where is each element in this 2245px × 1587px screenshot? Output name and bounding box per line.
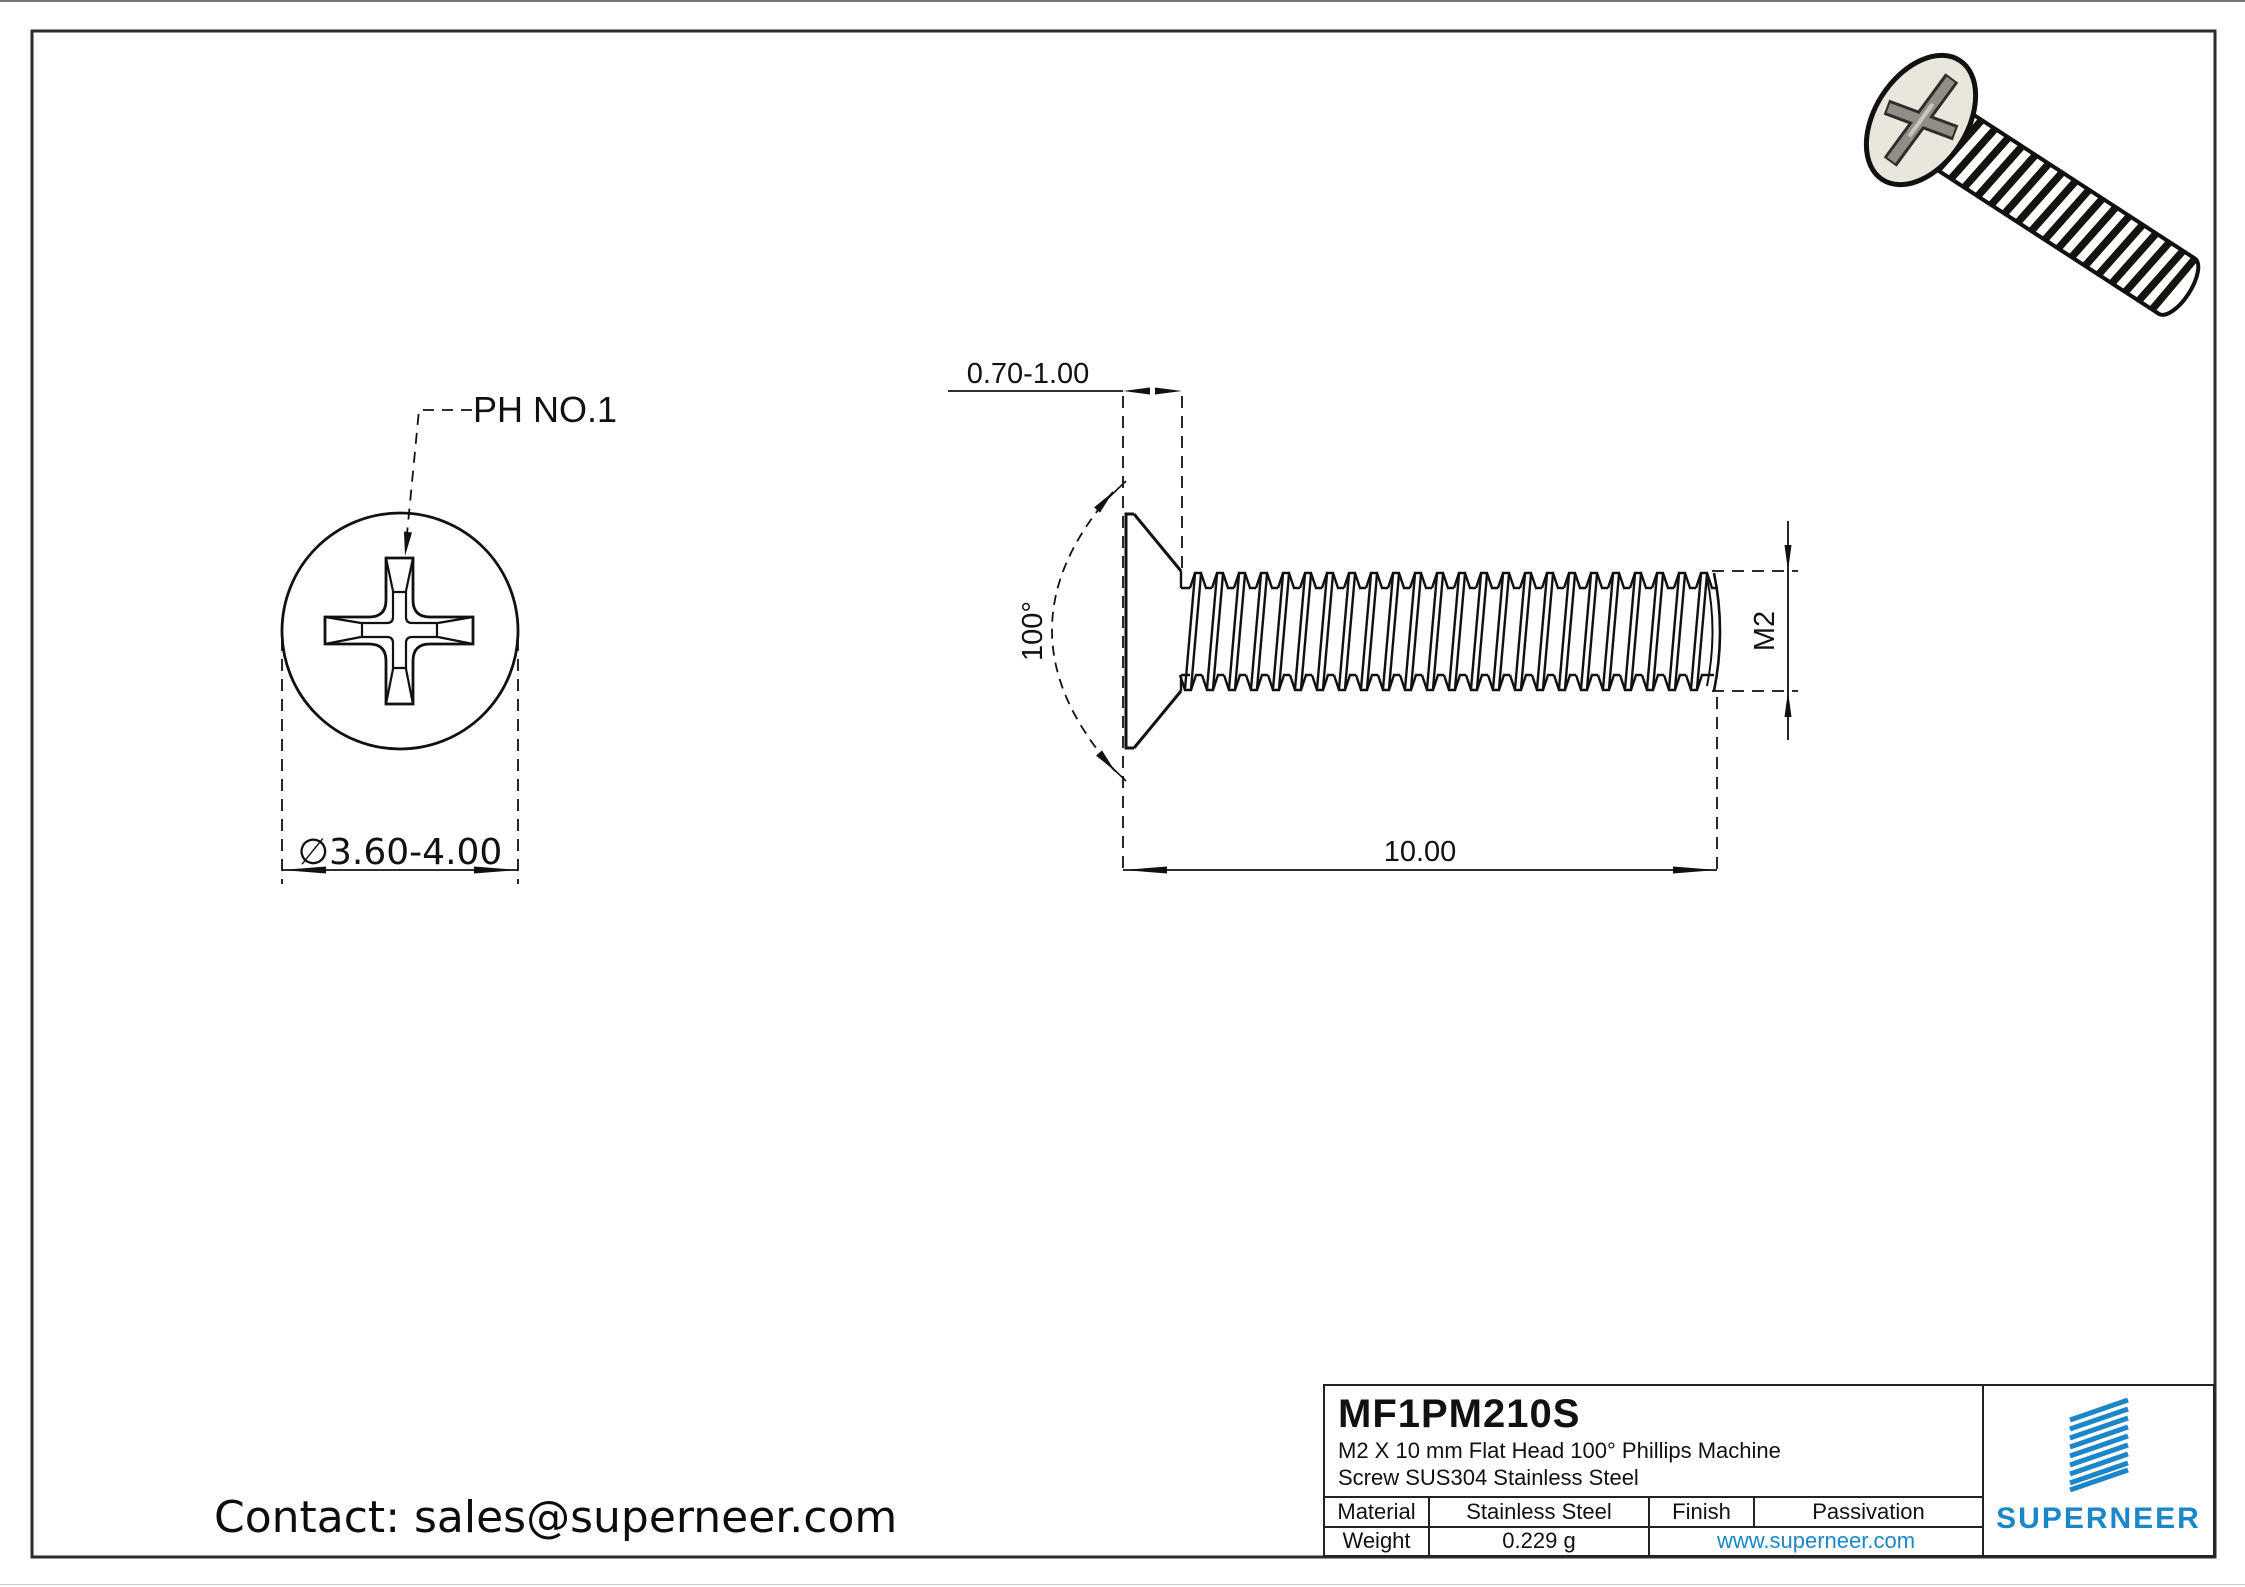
finish-value: Passivation	[1812, 1498, 1925, 1524]
spec-table-row-weight: Weight 0.229 g www.superneer.com	[1325, 1525, 1982, 1555]
title-block: MF1PM210S M2 X 10 mm Flat Head 100° Phil…	[1323, 1384, 2215, 1557]
screw-3d-image	[1863, 52, 2201, 317]
length-dimension: 10.00	[1123, 697, 1718, 876]
screw-tip-edge	[1712, 572, 1722, 692]
thread-size-dimension: M2	[1712, 521, 1798, 740]
screenshot-bottom-edge	[0, 1584, 2245, 1585]
head-outline-circle	[280, 511, 520, 751]
title-block-info: MF1PM210S M2 X 10 mm Flat Head 100° Phil…	[1325, 1386, 1984, 1555]
brand-logo: SUPERNEER	[1984, 1386, 2213, 1555]
screenshot-top-edge	[0, 0, 2245, 2]
cone-angle-value: 100°	[1017, 601, 1049, 661]
website-link[interactable]: www.superneer.com	[1716, 1528, 1916, 1554]
part-description-line1: M2 X 10 mm Flat Head 100° Phillips Machi…	[1338, 1438, 1781, 1463]
screw-head-profile	[1124, 512, 1190, 750]
spec-table-row-material: Material Stainless Steel Finish Passivat…	[1325, 1496, 1982, 1526]
weight-label: Weight	[1325, 1527, 1430, 1555]
screw-tip-chamfer	[1706, 577, 1714, 687]
part-header: MF1PM210S M2 X 10 mm Flat Head 100° Phil…	[1325, 1386, 1982, 1496]
finish-label: Finish	[1650, 1498, 1755, 1526]
side-view: 0.70-1.00 100° 10.00	[948, 358, 1798, 876]
screw-3d-shank	[1918, 101, 2201, 317]
head-height-value: 0.70-1.00	[967, 358, 1090, 390]
length-value: 10.00	[1384, 836, 1457, 868]
contact-line[interactable]: Contact: sales@superneer.com	[214, 1492, 898, 1543]
phillips-recess	[323, 556, 475, 706]
part-description-line2: Screw SUS304 Stainless Steel	[1338, 1465, 1639, 1490]
recess-type-label: PH NO.1	[473, 389, 617, 430]
thread-profile	[1178, 571, 1722, 692]
thread-size-value: M2	[1749, 611, 1781, 651]
sheet-border-frame	[30, 29, 2217, 1559]
head-diameter-dimension: ∅3.60-4.00	[281, 639, 519, 884]
material-value: Stainless Steel	[1430, 1498, 1650, 1526]
front-view: PH NO.1 ∅3.60-4.00	[280, 389, 617, 884]
brand-stripes-icon	[2068, 1398, 2129, 1492]
weight-value: 0.229 g	[1430, 1527, 1650, 1555]
leader-arrowhead	[404, 531, 412, 556]
cone-angle-dimension: 100°	[1017, 480, 1127, 782]
part-number: MF1PM210S	[1338, 1392, 1581, 1436]
recess-leader-line	[404, 409, 472, 556]
head-diameter-value: ∅3.60-4.00	[298, 832, 503, 873]
head-height-dimension: 0.70-1.00	[948, 358, 1183, 876]
screw-3d-phillips-recess-icon	[1883, 73, 1959, 167]
material-label: Material	[1325, 1498, 1430, 1526]
brand-name: SUPERNEER	[1996, 1502, 2201, 1535]
